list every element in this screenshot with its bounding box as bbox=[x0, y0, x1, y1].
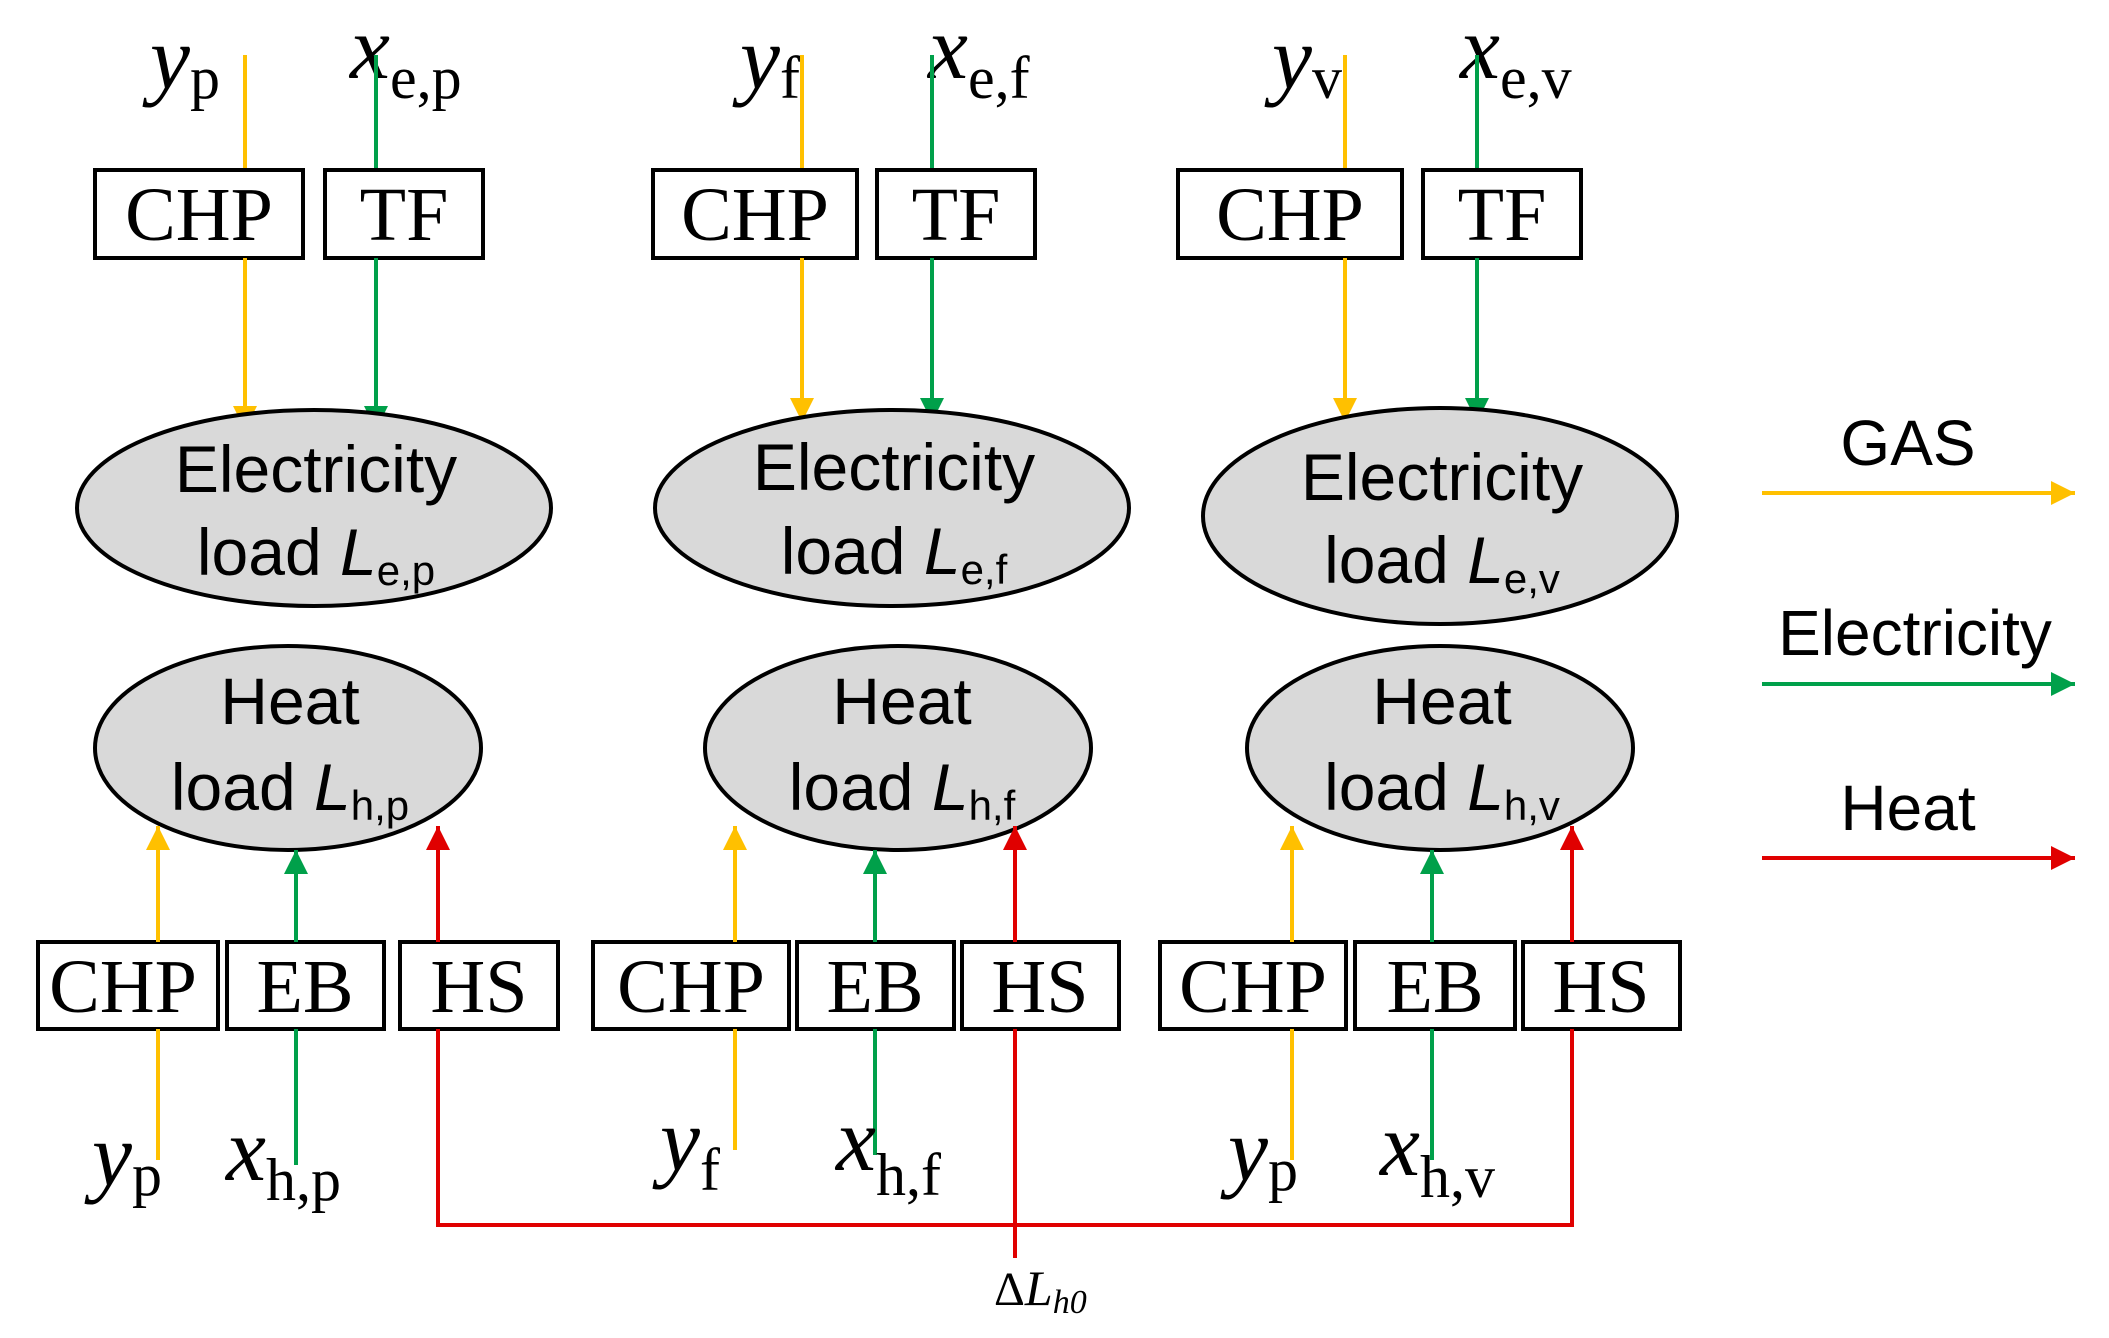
col2-top-gas-label: yf bbox=[732, 9, 800, 111]
col3-heat-load: Heat load Lh,v bbox=[1245, 644, 1635, 852]
col2-bottom-elec-label: xh,f bbox=[834, 1091, 941, 1208]
col1-chp-top-box: CHP bbox=[93, 168, 305, 260]
col3-top-elec-label: xe,v bbox=[1458, 0, 1572, 111]
svg-text:Electricity: Electricity bbox=[175, 432, 457, 506]
svg-text:Heat: Heat bbox=[1372, 664, 1511, 738]
legend-gas: GAS bbox=[1762, 407, 2075, 505]
col2-electricity-load: Electricity load Le,f bbox=[653, 408, 1131, 608]
col1-heat-load: Heat load Lh,p bbox=[93, 644, 483, 852]
hs-connection-line bbox=[436, 1029, 1574, 1227]
legend: GAS Electricity Heat bbox=[1762, 407, 2075, 870]
col2-tf-box: TF bbox=[875, 168, 1037, 260]
col1-tf-box: TF bbox=[323, 168, 485, 260]
svg-text:EB: EB bbox=[826, 945, 923, 1029]
svg-text:Electricity: Electricity bbox=[1301, 440, 1583, 514]
svg-text:Heat: Heat bbox=[832, 664, 971, 738]
col2-chp-top-box: CHP bbox=[651, 168, 859, 260]
svg-text:TF: TF bbox=[360, 173, 449, 257]
col1-hs-box: HS bbox=[398, 940, 560, 1031]
svg-text:Electricity: Electricity bbox=[1778, 597, 2052, 669]
col3-hs-box: HS bbox=[1521, 940, 1682, 1031]
col3-top-gas-label: yv bbox=[1264, 9, 1342, 111]
col2-top-elec-label: xe,f bbox=[926, 0, 1030, 111]
svg-text:load Le,p: load Le,p bbox=[197, 515, 435, 594]
col2-eb-box: EB bbox=[795, 940, 956, 1031]
col2-hs-box: HS bbox=[960, 940, 1121, 1031]
svg-text:CHP: CHP bbox=[681, 173, 829, 257]
column-1: yp xe,p CHP TF Electricity load Le,p bbox=[36, 0, 560, 1213]
col2-chp-bottom-box: CHP bbox=[591, 940, 791, 1031]
col1-electricity-load: Electricity load Le,p bbox=[75, 408, 553, 608]
col2-heat-load: Heat load Lh,f bbox=[703, 644, 1093, 852]
svg-text:GAS: GAS bbox=[1840, 407, 1975, 479]
svg-text:load Le,v: load Le,v bbox=[1324, 523, 1560, 602]
svg-text:CHP: CHP bbox=[49, 945, 197, 1029]
svg-text:HS: HS bbox=[991, 945, 1088, 1029]
svg-text:Electricity: Electricity bbox=[753, 430, 1035, 504]
svg-text:EB: EB bbox=[256, 945, 353, 1029]
col3-eb-box: EB bbox=[1353, 940, 1517, 1031]
delta-label: ΔLh0 bbox=[994, 1260, 1087, 1321]
col3-tf-box: TF bbox=[1421, 168, 1583, 260]
svg-text:HS: HS bbox=[430, 945, 527, 1029]
column-3: yv xe,v CHP TF Electricity load Le,v Hea… bbox=[1158, 0, 1682, 1210]
col1-top-gas-label: yp bbox=[142, 9, 220, 111]
svg-text:load Lh,p: load Lh,p bbox=[171, 750, 409, 829]
col1-bottom-gas-label: yp bbox=[84, 1106, 162, 1208]
legend-electricity: Electricity bbox=[1762, 597, 2075, 696]
col1-chp-bottom-box: CHP bbox=[36, 940, 220, 1031]
svg-text:load Lh,f: load Lh,f bbox=[789, 750, 1016, 829]
legend-heat: Heat bbox=[1762, 772, 2075, 870]
col3-bottom-elec-label: xh,v bbox=[1378, 1096, 1495, 1210]
svg-text:CHP: CHP bbox=[1179, 945, 1327, 1029]
svg-text:CHP: CHP bbox=[1216, 173, 1364, 257]
column-2: yf xe,f CHP TF Electricity load Le,f Hea… bbox=[591, 0, 1131, 1208]
col3-chp-top-box: CHP bbox=[1176, 168, 1404, 260]
svg-text:CHP: CHP bbox=[125, 173, 273, 257]
svg-text:TF: TF bbox=[912, 173, 1001, 257]
svg-text:load Lh,v: load Lh,v bbox=[1324, 750, 1560, 829]
svg-text:CHP: CHP bbox=[617, 945, 765, 1029]
col3-electricity-load: Electricity load Le,v bbox=[1201, 406, 1679, 626]
svg-text:HS: HS bbox=[1552, 945, 1649, 1029]
svg-text:TF: TF bbox=[1458, 173, 1547, 257]
col2-bottom-gas-label: yf bbox=[652, 1091, 720, 1203]
svg-text:EB: EB bbox=[1386, 945, 1483, 1029]
svg-text:load Le,f: load Le,f bbox=[781, 514, 1008, 593]
col3-chp-bottom-box: CHP bbox=[1158, 940, 1348, 1031]
col1-bottom-elec-label: xh,p bbox=[224, 1101, 341, 1213]
col1-top-elec-label: xe,p bbox=[348, 0, 462, 111]
col1-eb-box: EB bbox=[225, 940, 386, 1031]
svg-text:Heat: Heat bbox=[1840, 772, 1975, 844]
svg-text:Heat: Heat bbox=[220, 664, 359, 738]
col3-bottom-gas-label: yp bbox=[1220, 1101, 1298, 1203]
heat-storage-network: ΔLh0 bbox=[436, 1029, 1574, 1321]
